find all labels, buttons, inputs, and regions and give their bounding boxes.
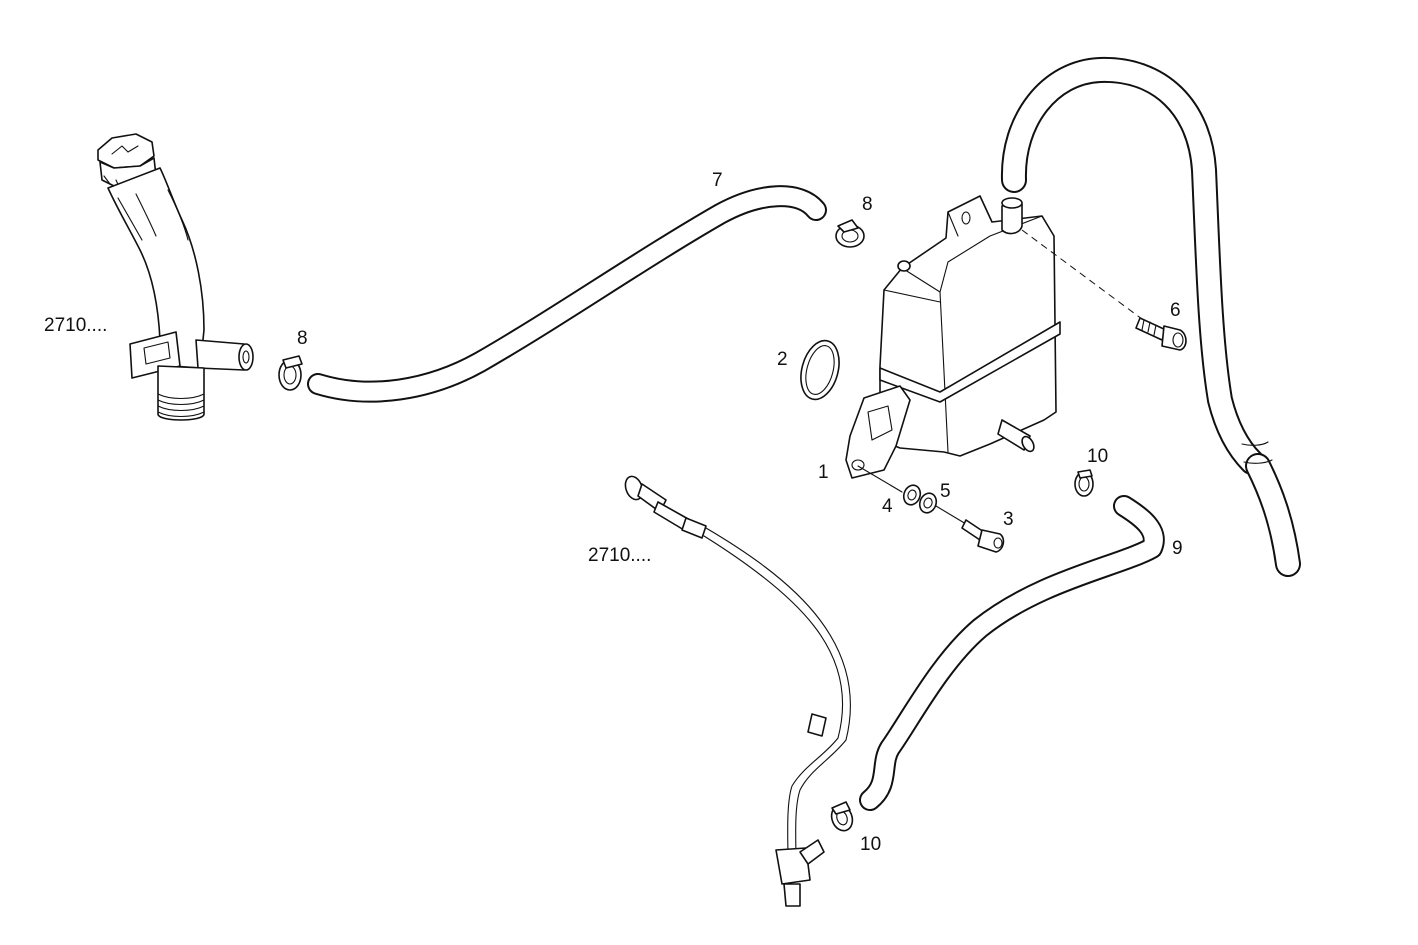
hose-clamp-icon (830, 801, 854, 832)
hose-clamp-icon (1074, 469, 1094, 497)
ref-level-sensor: 2710.... (588, 545, 651, 566)
o-ring-icon (800, 339, 840, 401)
callout-8-top: 8 (862, 194, 873, 215)
hose-clamp-icon (835, 219, 865, 248)
level-sensor-icon (624, 475, 851, 907)
callout-4: 4 (882, 496, 893, 517)
hose-9-icon (859, 495, 1165, 811)
cap-screw-icon (935, 505, 1005, 553)
callout-9: 9 (1172, 538, 1183, 559)
hose-clamp-icon (278, 355, 303, 391)
callout-10-bottom: 10 (860, 834, 881, 855)
hose-7-icon (307, 185, 827, 403)
callout-3: 3 (1003, 509, 1014, 530)
callout-5: 5 (940, 481, 951, 502)
overflow-hose-icon (1000, 56, 1301, 577)
callout-1: 1 (818, 462, 829, 483)
filler-neck-icon (97, 133, 254, 421)
washer-icon (902, 484, 922, 506)
callout-7: 7 (712, 170, 723, 191)
coolant-reservoir-icon (845, 195, 1147, 479)
callout-2: 2 (777, 349, 788, 370)
flange-bolt-icon (1135, 317, 1187, 351)
callout-6: 6 (1170, 300, 1181, 321)
ref-filler-neck: 2710.... (44, 315, 107, 336)
callout-10-top: 10 (1087, 446, 1108, 467)
callout-8-left: 8 (297, 328, 308, 349)
